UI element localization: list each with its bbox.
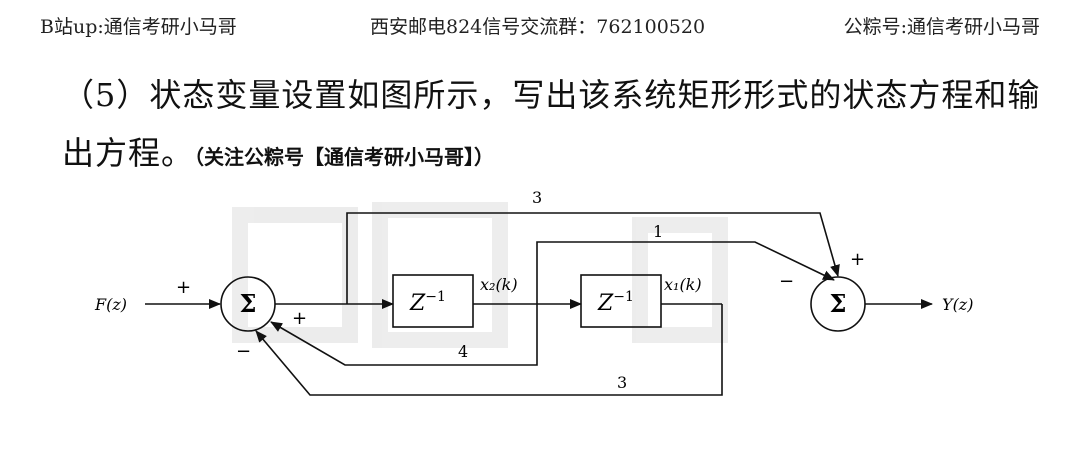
gain-feedback-4: 4 (458, 342, 468, 361)
delay1-label: Z−1 (409, 289, 446, 316)
delay2-label: Z−1 (597, 289, 634, 316)
output-label: Y(z) (942, 295, 973, 314)
question-main: （5）状态变量设置如图所示，写出该系统矩形形式的状态方程和输出方程。 (62, 76, 1041, 172)
sum2-sigma: Σ (830, 289, 847, 318)
sum2-top-sign: + (850, 249, 865, 270)
header-bilibili-account: B站up:通信考研小马哥 (40, 16, 237, 38)
gain-top: 3 (532, 188, 542, 207)
question-note: （关注公粽号【通信考研小马哥】） (194, 145, 495, 169)
sum1-input-sign: + (176, 277, 191, 298)
feedforward-path-3 (346, 212, 840, 304)
gain-mid: 1 (653, 222, 663, 241)
feedback-path-3 (255, 304, 723, 396)
question-text: （5）状态变量设置如图所示，写出该系统矩形形式的状态方程和输出方程。（关注公粽号… (62, 66, 1052, 186)
sum1-sigma: Σ (240, 289, 257, 318)
header-public-account: 公粽号:通信考研小马哥 (843, 16, 1040, 38)
state-x1-label: x₁(k) (664, 275, 702, 294)
summing-junction-2 (810, 276, 866, 332)
feedback-path-4 (270, 304, 538, 366)
page-header: B站up:通信考研小马哥 西安邮电824信号交流群：762100520 公粽号:… (0, 12, 1080, 42)
header-group-number: 西安邮电824信号交流群：762100520 (370, 16, 706, 38)
sum2-mid-sign: − (779, 271, 794, 292)
state-x2-label: x₂(k) (480, 275, 518, 294)
gain-feedback-3: 3 (617, 373, 627, 392)
delay-block-2 (580, 274, 662, 328)
input-label: F(z) (94, 295, 127, 314)
sum1-fb3-sign: − (236, 341, 251, 362)
summing-junction-1 (220, 276, 276, 332)
delay-block-1 (392, 274, 474, 328)
watermark (232, 202, 728, 348)
sum1-fb4-sign: + (292, 308, 307, 329)
feedforward-path-1 (536, 241, 835, 304)
